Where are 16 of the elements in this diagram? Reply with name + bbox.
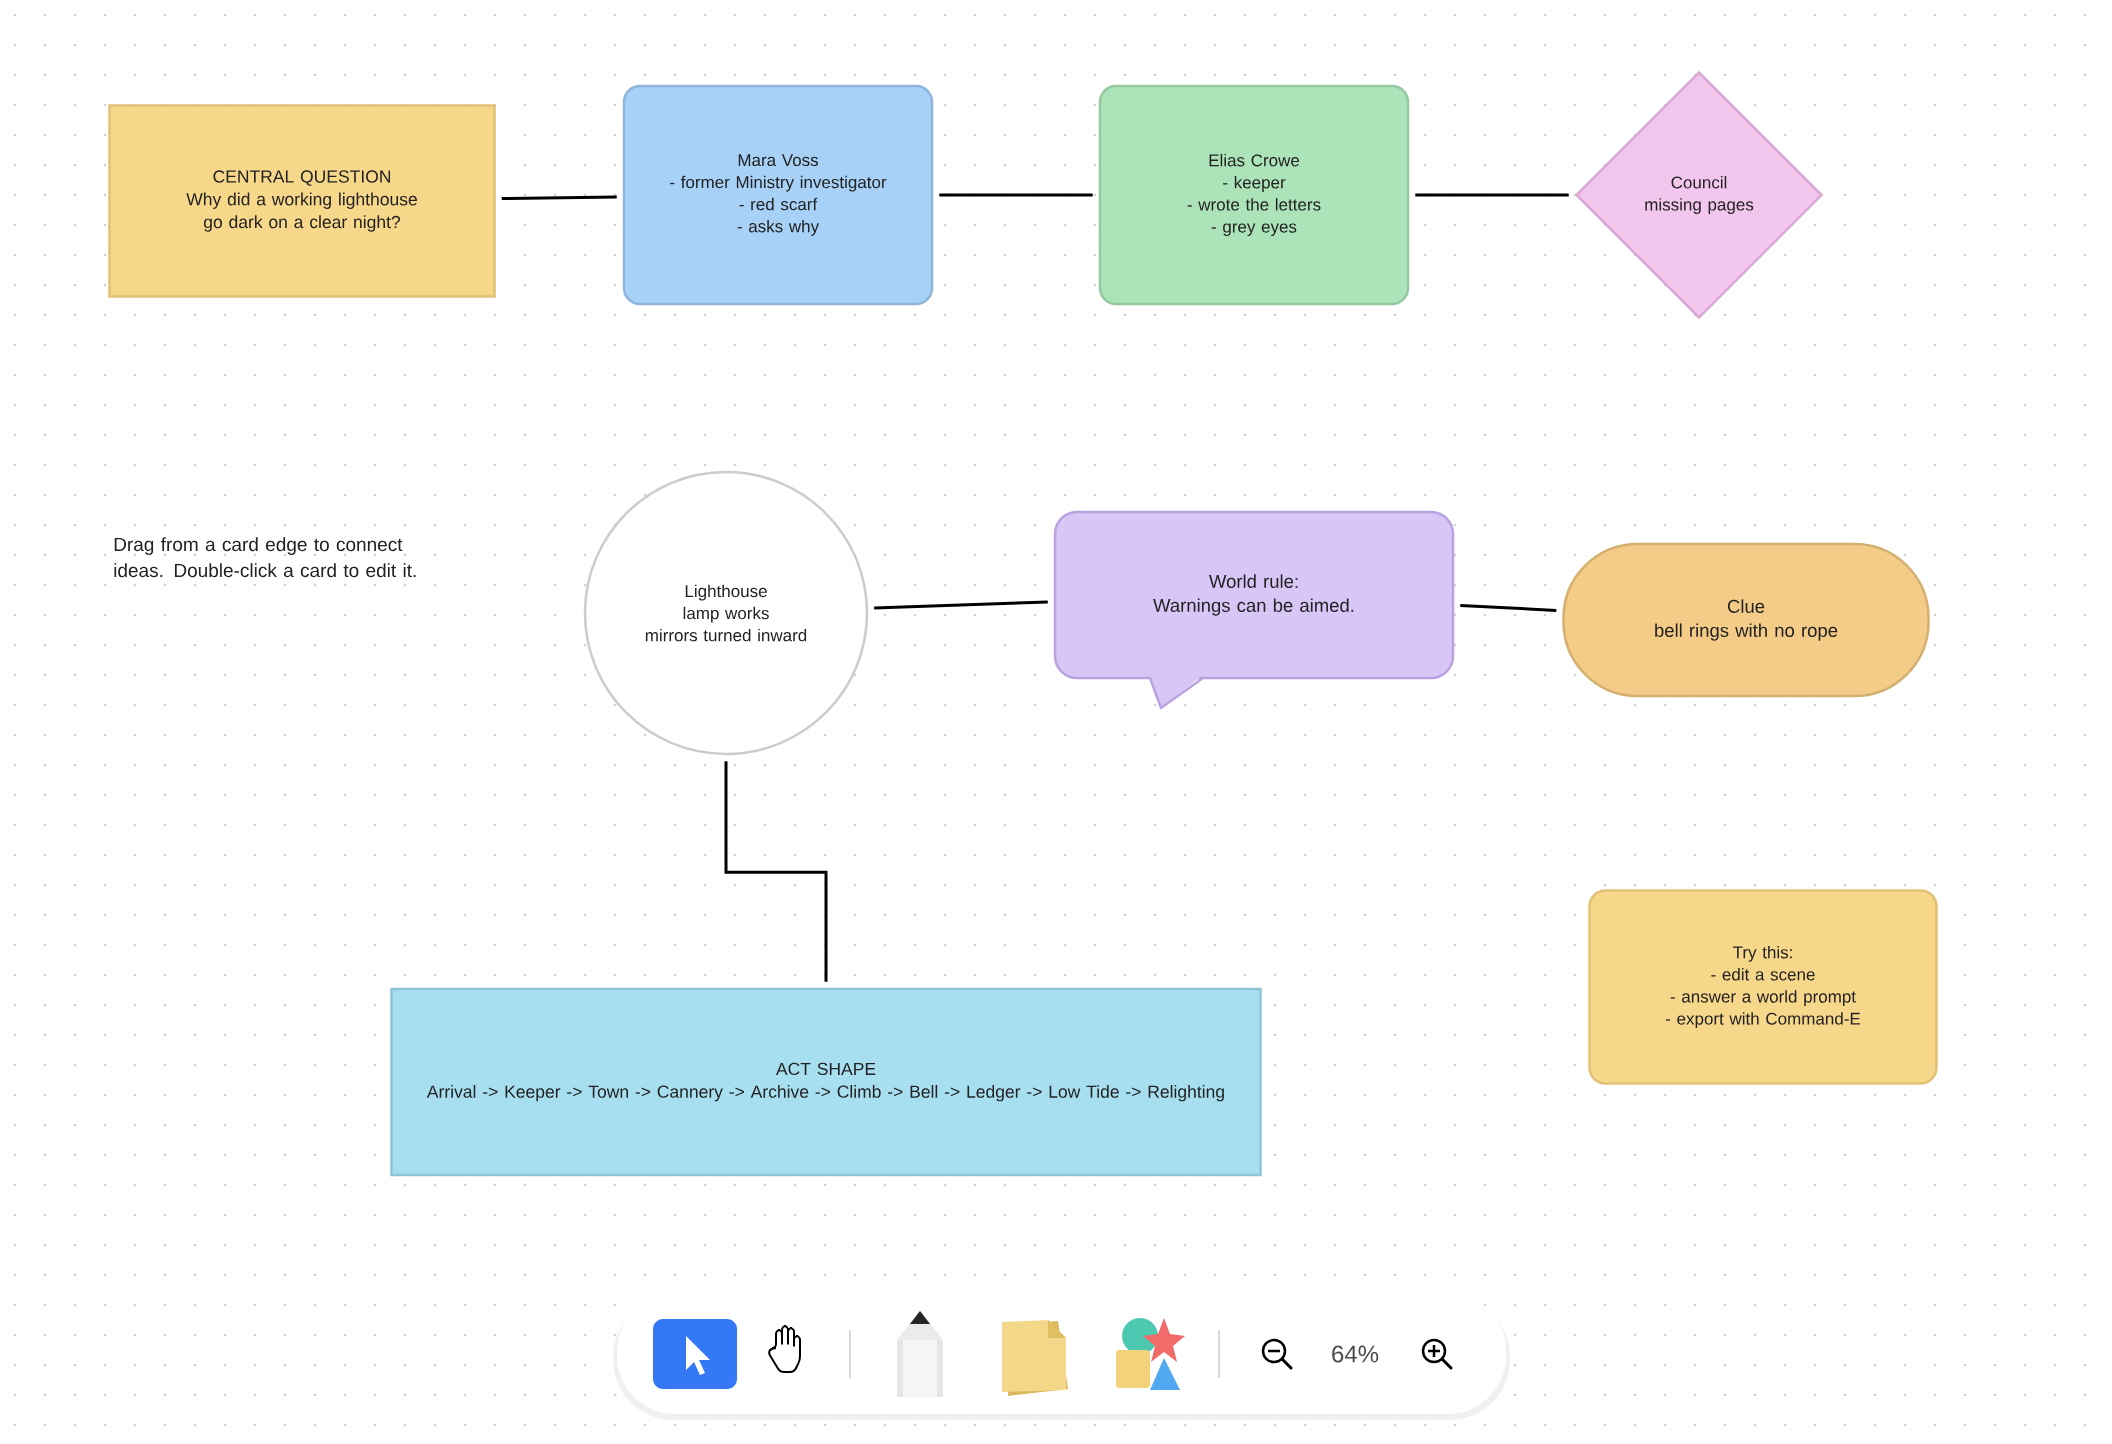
connector-line	[1460, 603, 1557, 612]
circle-card: Lighthouse lamp works mirrors turned inward	[583, 470, 869, 756]
connector-line	[1415, 193, 1569, 197]
speech-bubble: World rule: Warnings can be aimed.	[1053, 510, 1455, 710]
zoom-level: 64%	[1332, 1345, 1379, 1363]
character-card: Elias Crowe - keeper - wrote the letters - grey eyes	[1098, 84, 1410, 306]
connector-line	[939, 193, 1093, 197]
character-card: Mara Voss - former Ministry investigator - red scarf - asks why	[622, 84, 934, 306]
hint-text: Drag from a card edge to connect ideas. Double-click a card to edit it.	[114, 537, 416, 578]
question-card: CENTRAL QUESTION Why did a working lighthouse go dark on a clear night?	[108, 104, 496, 298]
connector-line	[724, 761, 828, 982]
act-card: ACT SHAPE Arrival -> Keeper -> Town -> Cannery -> Archive -> Climb -> Bell -> Ledger -> Low Tide -> Relighting	[390, 987, 1262, 1177]
connector-line	[874, 600, 1048, 610]
connector-line	[501, 195, 617, 200]
pill-card: Clue bell rings with no rope	[1562, 542, 1930, 698]
sticky-note: Try this: - edit a scene - answer a world prompt - export with Command-E	[1588, 889, 1938, 1085]
